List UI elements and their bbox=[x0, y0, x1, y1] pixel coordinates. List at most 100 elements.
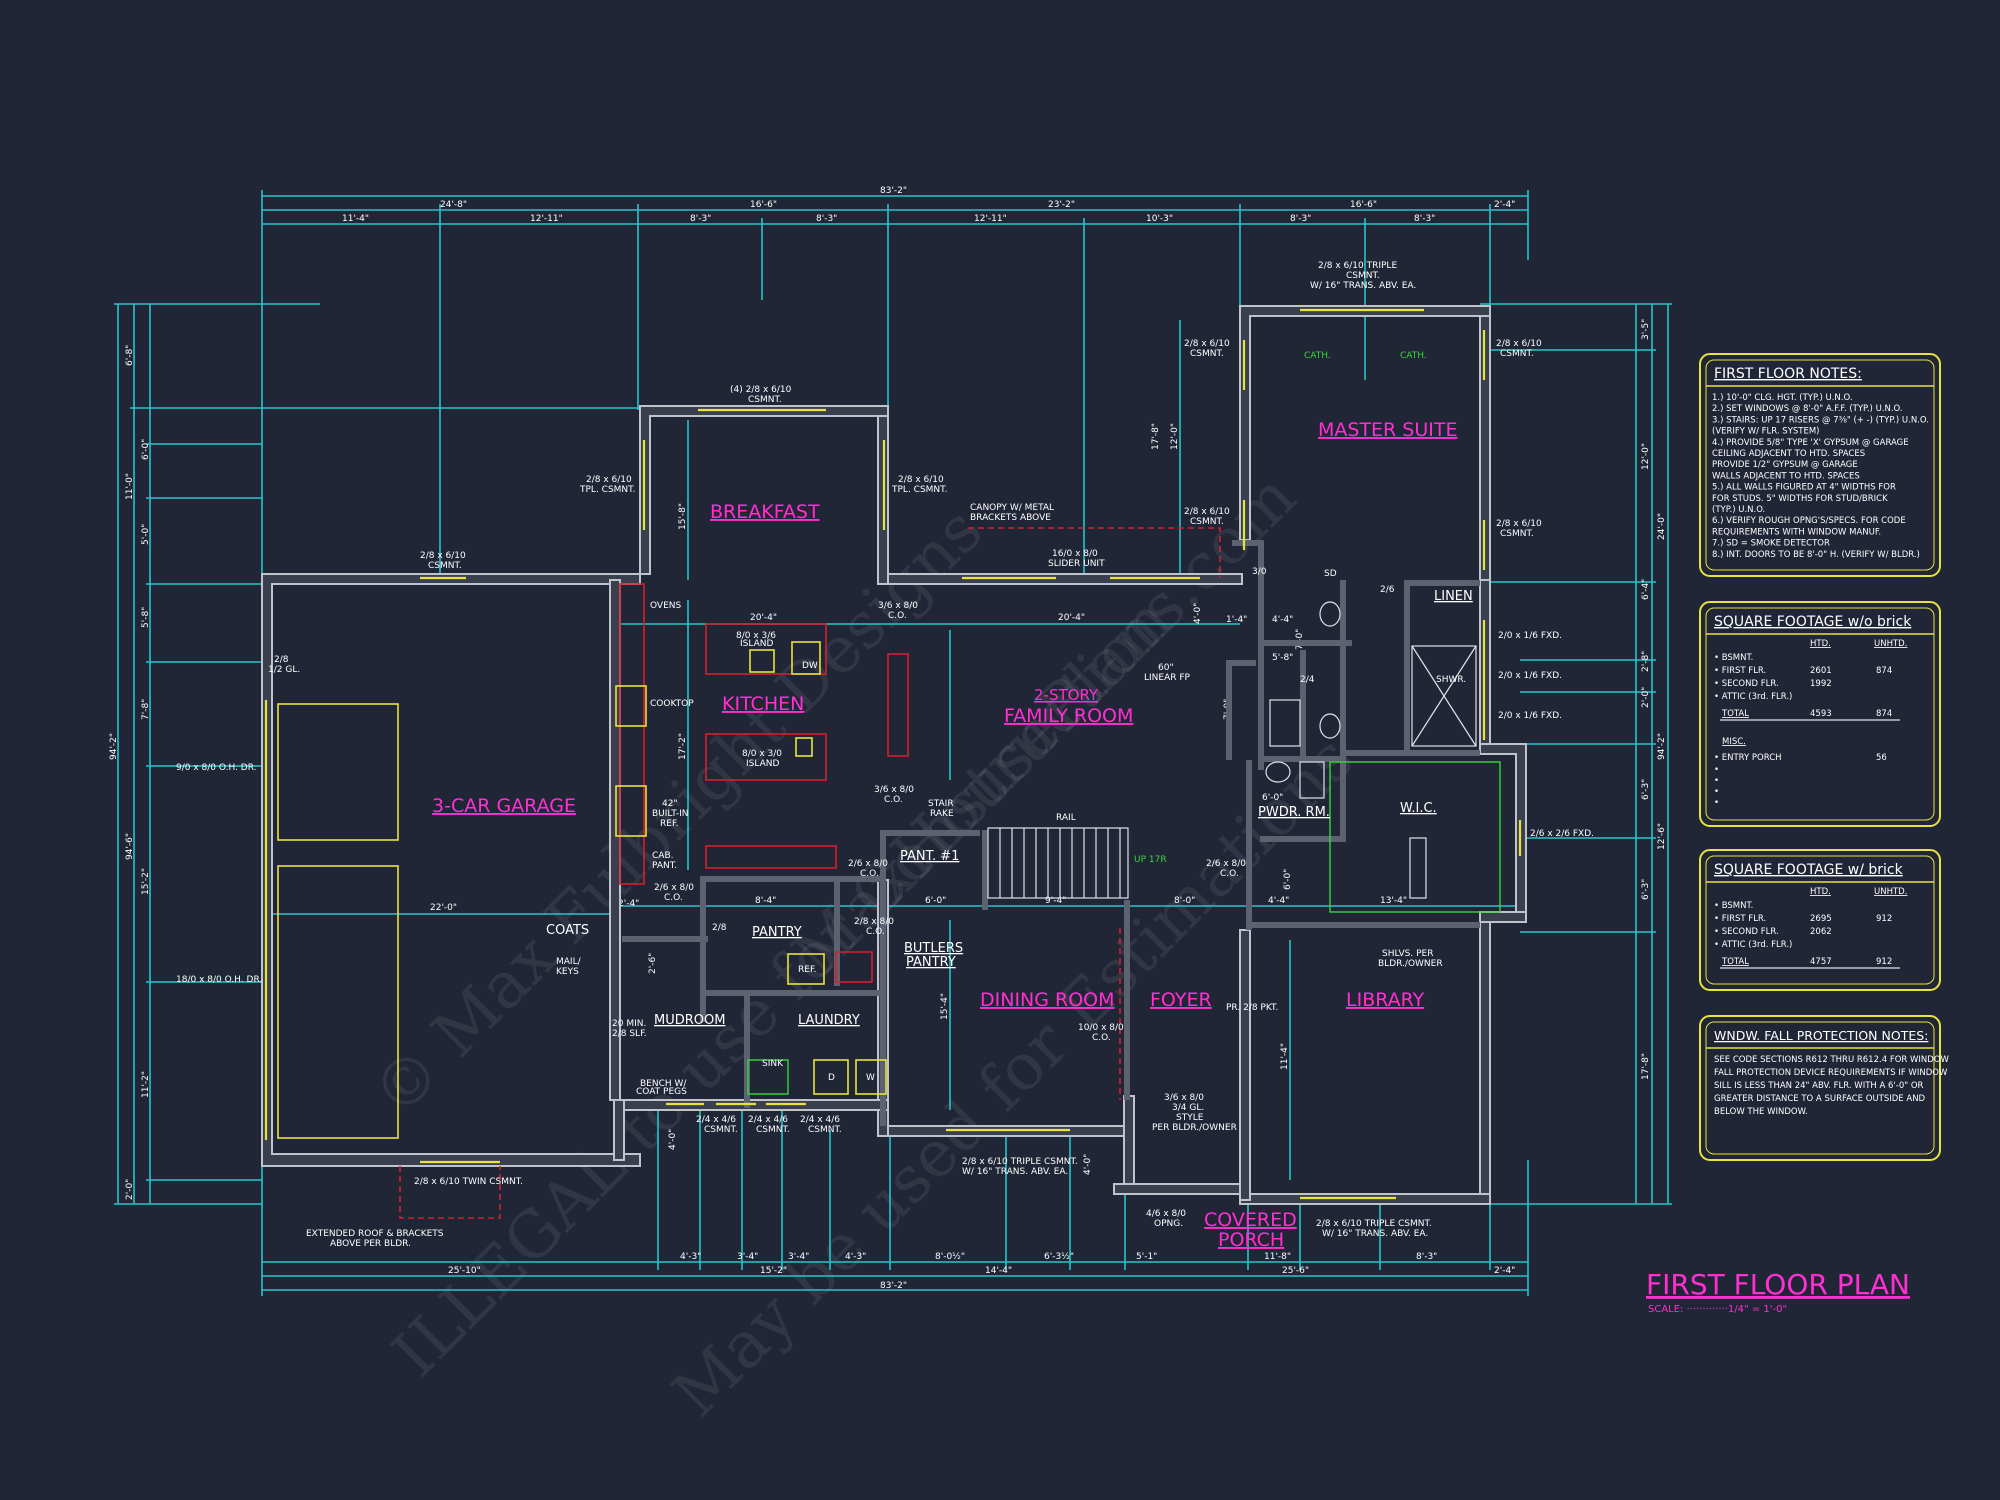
note-cs3-b: CSMNT. bbox=[808, 1125, 842, 1135]
panel-notes-line: 8.) INT. DOORS TO BE 8'-0" H. (VERIFY W/… bbox=[1712, 550, 1920, 560]
plan-title: FIRST FLOOR PLAN bbox=[1646, 1268, 1910, 1301]
note-co3-a: 2/6 x 8/0 bbox=[848, 859, 888, 869]
note-builtin-3: REF. bbox=[660, 819, 679, 829]
room-master: MASTER SUITE bbox=[1318, 419, 1458, 441]
dim-right-4: 6'-4" bbox=[1641, 579, 1651, 600]
sqft-b-col1: HTD. bbox=[1810, 887, 1831, 897]
dim-bottom-c9: 8'-3" bbox=[1416, 1252, 1437, 1262]
annotations: (4) 2/8 x 6/10 CSMNT. 2/8 x 6/10 TPL. CS… bbox=[176, 261, 1594, 1249]
sqft-nb-row-label: • FIRST FLR. bbox=[1714, 666, 1766, 676]
dim-p2: 6'-0" bbox=[925, 896, 946, 906]
panel-notes-line: 2.) SET WINDOWS @ 8'-0" A.F.F. (TYP.) U.… bbox=[1712, 404, 1903, 414]
panel-notes-title: FIRST FLOOR NOTES: bbox=[1714, 366, 1862, 382]
sqft-nb-misc-val: 56 bbox=[1876, 753, 1887, 763]
note-linear-2: LINEAR FP bbox=[1144, 673, 1191, 683]
dim-top-e3: 8'-3" bbox=[690, 214, 711, 224]
sqft-b-total-unhtd: 912 bbox=[1876, 957, 1892, 967]
sqft-nb-col2: UNHTD. bbox=[1874, 639, 1907, 649]
kitchen-features bbox=[615, 583, 909, 1095]
dim-c2: 6'-0" bbox=[1283, 869, 1293, 890]
note-cath-1: CATH. bbox=[1304, 351, 1331, 361]
dim-right-3: 24'-0" bbox=[1657, 513, 1667, 540]
fall-line: GREATER DISTANCE TO A SURFACE OUTSIDE AN… bbox=[1714, 1094, 1926, 1104]
dim-bottom-c4: 4'-3" bbox=[845, 1252, 866, 1262]
note-cs1-b: CSMNT. bbox=[704, 1125, 738, 1135]
note-cooktop: COOKTOP bbox=[650, 699, 694, 709]
note-canopy-2: BRACKETS ABOVE bbox=[970, 513, 1051, 523]
dim-c5: 4'-0" bbox=[1083, 1154, 1093, 1175]
note-cath-2: CATH. bbox=[1400, 351, 1427, 361]
note-sink: SINK bbox=[762, 1059, 784, 1069]
note-w: W bbox=[866, 1073, 875, 1083]
panel-notes-line: PROVIDE 1/2" GYPSUM @ GARAGE bbox=[1712, 460, 1858, 470]
dim-p1: 8'-4" bbox=[755, 896, 776, 906]
room-kitchen: KITCHEN bbox=[722, 693, 804, 715]
panel-notes-line: 3.) STAIRS: UP 17 RISERS @ 7⅜" (+ -) (TY… bbox=[1712, 415, 1929, 425]
note-ms-left-2: CSMNT. bbox=[1190, 349, 1224, 359]
dim-left-1: 6'-8" bbox=[125, 345, 135, 366]
dim-k3: 15'-4" bbox=[940, 993, 950, 1020]
note-fxd-2: 2/0 x 1/6 FXD. bbox=[1498, 671, 1562, 681]
dimensions-top: 83'-2" 24'-8" 16'-6" 23'-2" 16'-6" 2'-4"… bbox=[261, 186, 1529, 585]
note-co3-b: C.O. bbox=[860, 869, 879, 879]
note-gar-side-2: 1/2 GL. bbox=[268, 665, 300, 675]
note-lib-win-2: W/ 16" TRANS. ABV. EA. bbox=[1322, 1229, 1428, 1239]
dim-overall-bottom: 83'-2" bbox=[880, 1281, 907, 1291]
note-ref: REF. bbox=[798, 965, 817, 975]
dimensions-right: 94'-2" 3'-5" 12'-0" 24'-0" 6'-4" 2'-8" 2… bbox=[1480, 303, 1672, 1205]
dim-p4: 8'-0" bbox=[1174, 896, 1195, 906]
note-co4-a: 2/6 x 8/0 bbox=[654, 883, 694, 893]
sqft-nb-row-unhtd: 874 bbox=[1876, 666, 1892, 676]
note-cab-2: PANT. bbox=[652, 861, 677, 871]
sqft-b-row-unhtd: 912 bbox=[1876, 914, 1892, 924]
fall-line: SEE CODE SECTIONS R612 THRU R612.4 FOR W… bbox=[1714, 1055, 1950, 1065]
note-cs3-a: 2/4 x 4/6 bbox=[800, 1115, 840, 1125]
dim-right-2: 12'-0" bbox=[1641, 443, 1651, 470]
dim-top-e6: 10'-3" bbox=[1146, 214, 1173, 224]
note-co1-a: 3/6 x 8/0 bbox=[878, 601, 918, 611]
dim-left-overall: 94'-2" bbox=[109, 733, 119, 760]
sqft-nb-total-htd: 4593 bbox=[1810, 709, 1832, 719]
note-ms-left-4: CSMNT. bbox=[1190, 517, 1224, 527]
dim-top-1: 24'-8" bbox=[440, 200, 467, 210]
dim-left-inner: 94'-6" bbox=[125, 833, 135, 860]
sqft-nb-row-label: • BSMNT. bbox=[1714, 653, 1753, 663]
room-pant1: PANT. #1 bbox=[900, 849, 959, 864]
panel-sqft-brick: SQUARE FOOTAGE w/ brick HTD. UNHTD. • BS… bbox=[1699, 849, 1941, 991]
dim-top-5: 2'-4" bbox=[1494, 200, 1515, 210]
note-slider-1: 16/0 x 8/0 bbox=[1052, 549, 1098, 559]
note-opng-1: 4/6 x 8/0 bbox=[1146, 1209, 1186, 1219]
panel-notes-line: CEILING ADJACENT TO HTD. SPACES bbox=[1712, 449, 1865, 459]
dim-c9: 4'-0" bbox=[1193, 603, 1203, 624]
note-roof-1: EXTENDED ROOF & BRACKETS bbox=[306, 1229, 444, 1239]
sqft-b-total-htd: 4757 bbox=[1810, 957, 1832, 967]
note-master-win-1: 2/8 x 6/10 TRIPLE bbox=[1318, 261, 1397, 271]
dim-bottom-c1: 4'-3" bbox=[680, 1252, 701, 1262]
panel-notes-line: 7.) SD = SMOKE DETECTOR bbox=[1712, 539, 1830, 549]
note-shlvs-1: SHLVS. PER bbox=[1382, 949, 1433, 959]
dimensions-interior: 20'-4" 20'-4" 22'-0" 15'-8" 17'-2" 15'-4… bbox=[270, 320, 1520, 1180]
note-up: UP 17R bbox=[1134, 855, 1167, 865]
sqft-nb-row-htd: 1992 bbox=[1810, 679, 1832, 689]
note-ms-left-3: 2/8 x 6/10 bbox=[1184, 507, 1230, 517]
dimensions-left: 94'-2" 94'-6" 6'-8" 6'-0" 11'-0" 5'-0" 5… bbox=[109, 303, 640, 1205]
room-wic: W.I.C. bbox=[1400, 801, 1437, 816]
dim-bottom-c5: 8'-0½" bbox=[935, 1252, 965, 1262]
note-windows-top-2: CSMNT. bbox=[748, 395, 782, 405]
note-co2-b: C.O. bbox=[884, 795, 903, 805]
panel-notes-line: 1.) 10'-0" CLG. HGT. (TYP.) U.N.O. bbox=[1712, 393, 1853, 403]
note-door-30: 3/0 bbox=[1252, 567, 1267, 577]
note-ms-right-3: 2/8 x 6/10 bbox=[1496, 519, 1542, 529]
room-garage: 3-CAR GARAGE bbox=[432, 795, 576, 817]
fall-line: BELOW THE WINDOW. bbox=[1714, 1107, 1808, 1117]
note-d: D bbox=[828, 1073, 835, 1083]
dim-top-3: 23'-2" bbox=[1048, 200, 1075, 210]
dim-family-width: 20'-4" bbox=[1058, 613, 1085, 623]
note-co5-b: C.O. bbox=[866, 927, 885, 937]
sqft-nb-row-htd: 2601 bbox=[1810, 666, 1832, 676]
dim-c12: 2'-6" bbox=[648, 953, 658, 974]
note-tpl-left: 2/8 x 6/10 bbox=[586, 475, 632, 485]
note-cs2-b: CSMNT. bbox=[756, 1125, 790, 1135]
garage-doors bbox=[264, 700, 399, 1140]
